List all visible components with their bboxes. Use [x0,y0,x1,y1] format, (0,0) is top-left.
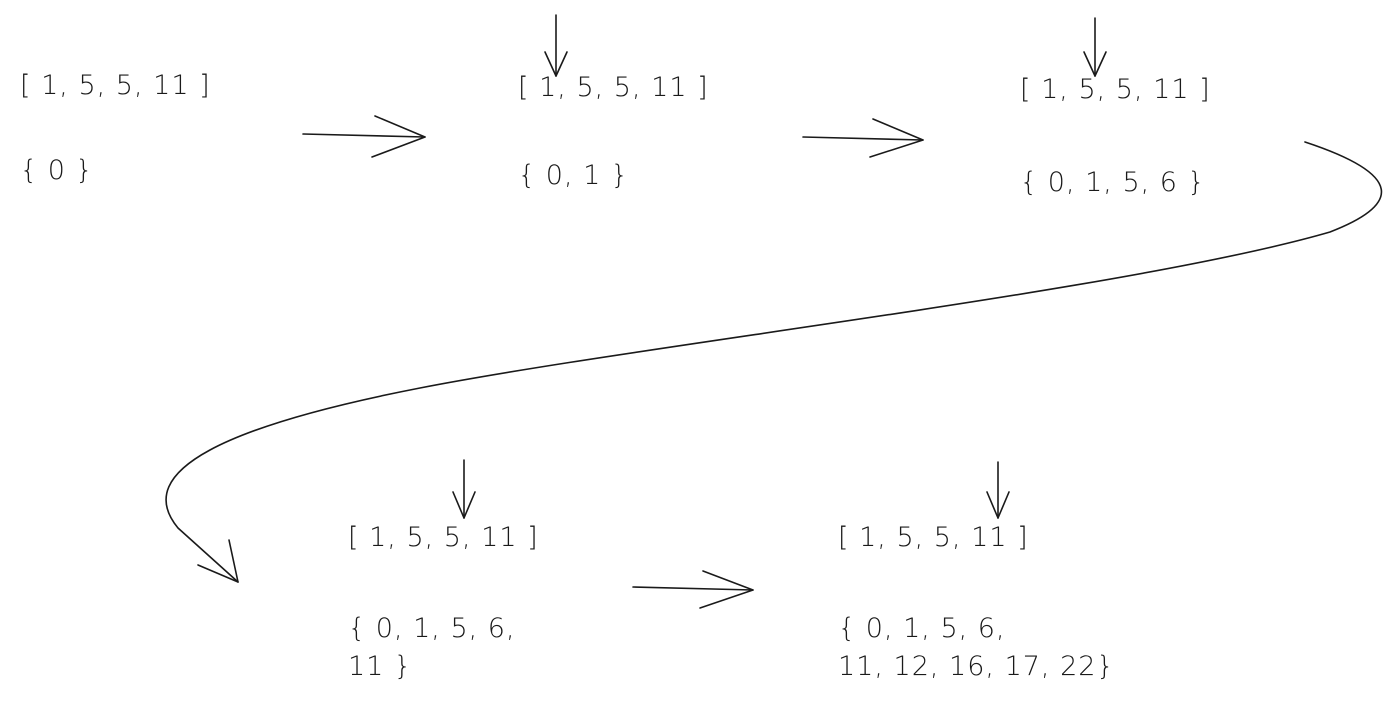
step-1-array: [ 1, 5, 5, 11 ] [20,70,211,101]
step-1-set: { 0 } [20,155,94,186]
step-3-array: [ 1, 5, 5, 11 ] [1020,74,1211,105]
step-2-set: { 0, 1 } [518,160,630,191]
step-4-array: [ 1, 5, 5, 11 ] [348,522,539,553]
pointer-arrow-step-5 [986,461,1010,519]
step-3-set: { 0, 1, 5, 6 } [1020,167,1206,198]
step-arrow-2-to-3 [802,118,924,158]
step-5-array: [ 1, 5, 5, 11 ] [838,522,1029,553]
step-arrow-4-to-5 [632,570,754,609]
wrap-arrow-3-to-4 [165,141,1383,583]
pointer-arrow-step-3 [1083,17,1107,77]
pointer-arrow-step-4 [452,459,476,519]
step-2-array: [ 1, 5, 5, 11 ] [518,72,709,103]
pointer-arrow-step-2 [544,14,568,77]
step-4-set-line-1: { 0, 1, 5, 6, [348,613,516,644]
step-5-set-line-2: 11, 12, 16, 17, 22} [838,651,1115,682]
step-4-set-line-2: 11 } [348,651,413,682]
step-5-set-line-1: { 0, 1, 5, 6, [838,613,1006,644]
step-arrow-1-to-2 [302,115,426,158]
